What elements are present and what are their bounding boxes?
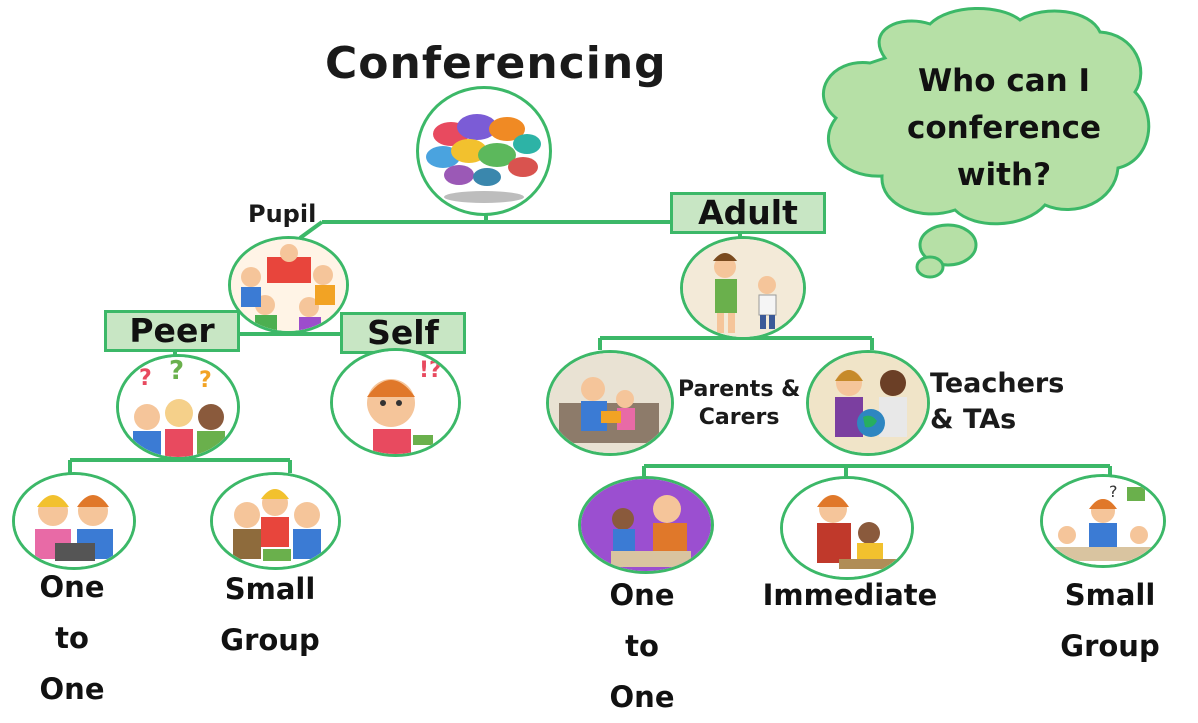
svg-text:?: ?: [1109, 482, 1118, 501]
teachers-label-line-2: & TAs: [930, 404, 1017, 435]
pupil-small-group-line-1: Small: [224, 572, 316, 606]
two-pupils-laptop-icon: [12, 472, 136, 570]
pupil-one-to-one-line-3: One: [39, 672, 105, 706]
peer-label: Peer: [104, 310, 240, 352]
parents-label-line-1: Parents &: [678, 377, 801, 402]
svg-text:?: ?: [199, 368, 212, 393]
thought-cloud: [822, 6, 1151, 279]
boy-thinking-icon: !?: [330, 348, 461, 457]
svg-text:?: ?: [169, 357, 184, 386]
group-pupils-icon: [210, 472, 341, 570]
teacher-with-globe-icon: [806, 350, 930, 456]
adult-pupil-desk-icon: [578, 476, 714, 574]
adult-with-child-icon: [680, 236, 806, 340]
self-label: Self: [340, 312, 466, 354]
adult-one-to-one-line-3: One: [609, 680, 675, 714]
teachers-label: Teachers & TAs: [930, 366, 1064, 438]
pupils-thinking-icon: ? ? ?: [116, 354, 240, 460]
pupils-reading-icon: [228, 236, 349, 334]
pupil-stem: [298, 220, 324, 240]
pupil-one-to-one-line-1: One: [39, 570, 105, 604]
teacher-helping-icon: [780, 476, 914, 580]
thought-line-1: Who can I: [917, 63, 1091, 99]
diagram-title: Conferencing: [325, 38, 667, 89]
pupil-small-group-label: Small Group: [212, 564, 328, 666]
thought-line-3: with?: [956, 157, 1052, 193]
svg-text:?: ?: [139, 366, 152, 391]
pupil-small-group-line-2: Group: [220, 623, 320, 657]
adult-small-group-label: Small Group: [1052, 570, 1168, 672]
teachers-label-line-1: Teachers: [930, 368, 1065, 399]
speech-bubbles-icon: [416, 86, 552, 216]
adult-one-to-one-line-1: One: [609, 578, 675, 612]
parent-reading-icon: [546, 350, 674, 456]
adult-one-to-one-line-2: to: [625, 629, 659, 663]
parents-label: Parents & Carers: [678, 376, 800, 432]
adult-small-group-line-2: Group: [1060, 629, 1160, 663]
immediate-label: Immediate: [762, 578, 938, 612]
thought-text: Who can I conference with?: [890, 58, 1118, 199]
svg-text:!?: !?: [419, 358, 442, 383]
pupil-one-to-one-line-2: to: [55, 621, 89, 655]
thought-line-2: conference: [906, 110, 1102, 146]
adult-one-to-one-label: One to One: [600, 570, 684, 723]
teacher-group-icon: ?: [1040, 474, 1166, 568]
parents-label-line-2: Carers: [698, 405, 780, 430]
pupil-one-to-one-label: One to One: [30, 562, 114, 715]
adult-label: Adult: [670, 192, 826, 234]
pupil-label: Pupil: [248, 200, 317, 228]
adult-small-group-line-1: Small: [1064, 578, 1156, 612]
